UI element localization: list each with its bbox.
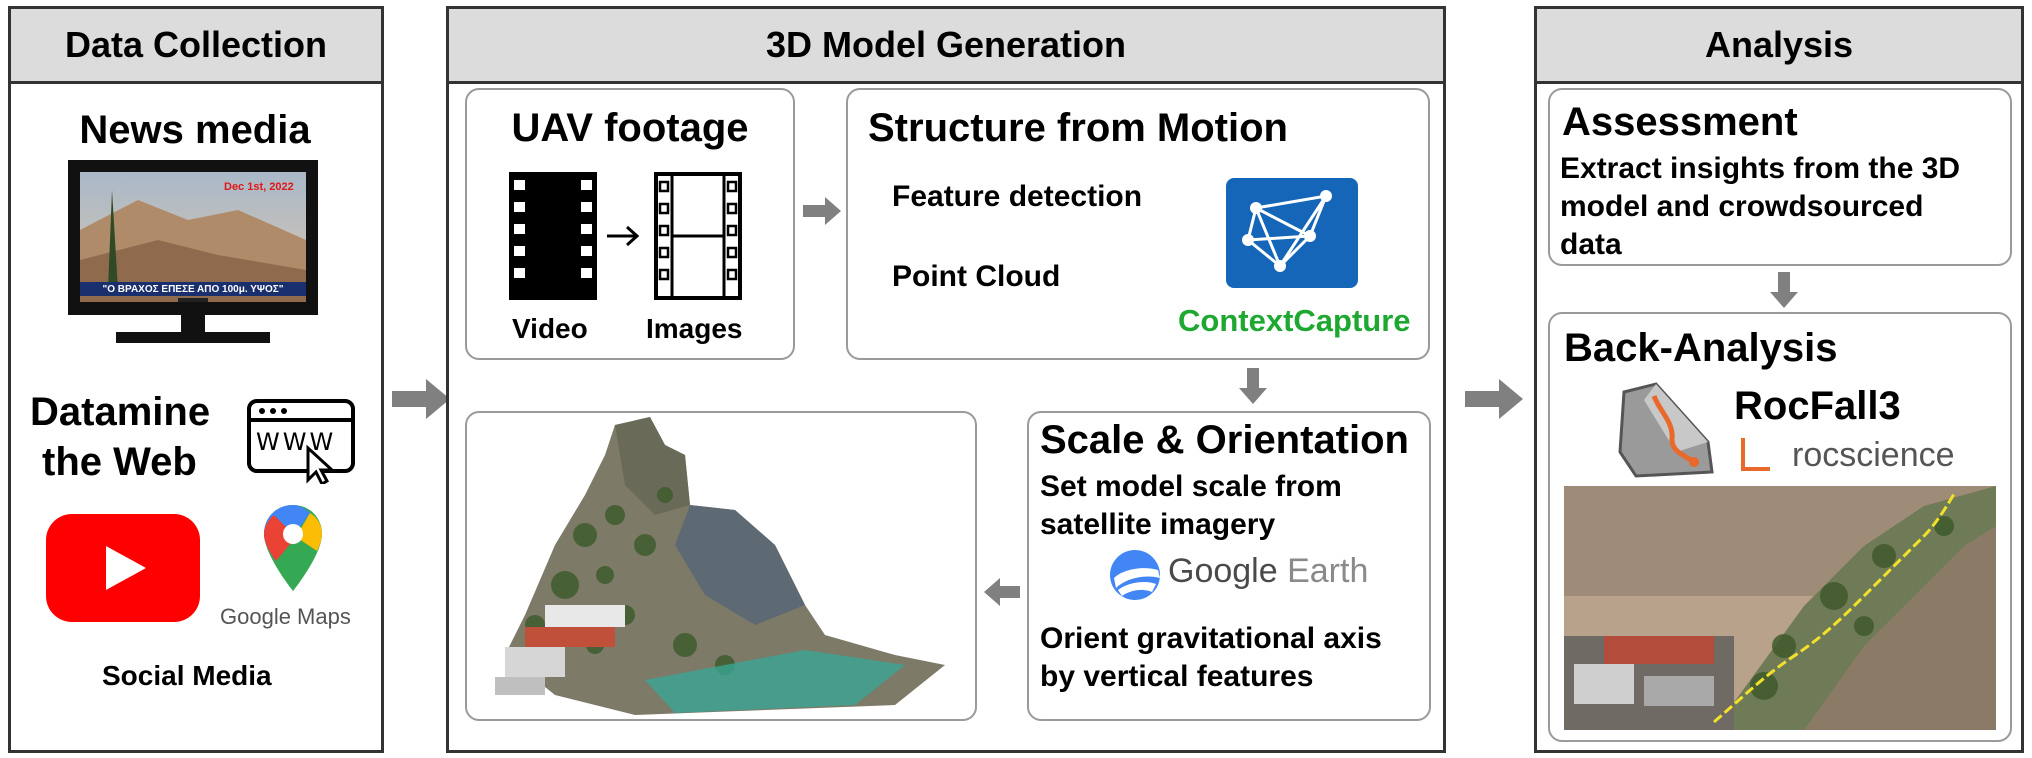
uav-footage-title: UAV footage xyxy=(511,106,749,150)
assessment-box xyxy=(1548,88,2012,266)
data-collection-panel: Data Collection xyxy=(8,6,384,753)
google-maps-pin-icon xyxy=(262,503,324,593)
google-earth-label: Google Earth xyxy=(1168,552,1368,591)
data-collection-title: Data Collection xyxy=(64,24,328,65)
google-word: Google xyxy=(1168,552,1278,590)
arrow-right-2 xyxy=(1465,377,1523,421)
analysis-title: Analysis xyxy=(1704,24,1854,65)
feature-detection-label: Feature detection xyxy=(892,180,1143,213)
data-collection-header: Data Collection xyxy=(11,9,381,84)
assessment-line2: model and crowdsourced xyxy=(1560,190,1924,223)
rocscience-bracket-icon xyxy=(1740,438,1774,472)
scale-orientation-title: Scale & Orientation xyxy=(1040,418,1409,462)
scale-line4: by vertical features xyxy=(1040,660,1314,693)
arrow-assessment-to-back-analysis xyxy=(1769,272,1799,308)
youtube-icon xyxy=(46,514,200,622)
google-earth-icon xyxy=(1108,548,1162,602)
tv-monitor xyxy=(68,160,318,345)
back-analysis-title: Back-Analysis xyxy=(1564,326,1838,370)
contextcapture-label: ContextCapture xyxy=(1178,303,1411,338)
tv-caption: "Ο ΒΡΑΧΟΣ ΕΠΕΣΕ ΑΠΟ 100μ. ΥΨΟΣ" xyxy=(102,284,284,295)
browser-www-icon xyxy=(246,398,356,484)
arrow-right-1 xyxy=(392,377,450,421)
rocfall-render xyxy=(1564,486,1996,730)
arrow-scale-to-model xyxy=(984,577,1020,607)
arrow-sfm-to-scale xyxy=(1238,368,1268,404)
datamine-line2: the Web xyxy=(42,440,197,484)
model-generation-title: 3D Model Generation xyxy=(765,24,1127,65)
images-film-icon xyxy=(654,172,742,300)
social-media-label: Social Media xyxy=(102,660,272,691)
analysis-header: Analysis xyxy=(1537,9,2021,84)
images-label: Images xyxy=(646,313,743,344)
arrow-uav-to-sfm xyxy=(803,196,841,226)
video-label: Video xyxy=(512,313,588,344)
assessment-line3: data xyxy=(1560,228,1622,261)
rocscience-label: rocscience xyxy=(1792,436,1955,474)
model-generation-header: 3D Model Generation xyxy=(449,9,1443,84)
google-maps-label: Google Maps xyxy=(220,604,351,629)
3d-model-render xyxy=(475,415,967,717)
scale-line3: Orient gravitational axis xyxy=(1040,622,1382,655)
point-cloud-label: Point Cloud xyxy=(892,260,1061,293)
rocfall-app-icon xyxy=(1616,382,1716,478)
www-text: WWW xyxy=(256,428,337,456)
rocfall3-label: RocFall3 xyxy=(1734,384,1901,428)
video-film-icon xyxy=(509,172,597,300)
tv-date: Dec 1st, 2022 xyxy=(224,181,294,193)
sfm-title: Structure from Motion xyxy=(868,106,1288,150)
news-media-label: News media xyxy=(79,108,311,152)
assessment-line1: Extract insights from the 3D xyxy=(1560,152,1961,185)
assessment-title: Assessment xyxy=(1562,100,1798,144)
earth-word: Earth xyxy=(1287,552,1369,590)
scale-line2: satellite imagery xyxy=(1040,508,1276,541)
contextcapture-logo-icon xyxy=(1226,178,1358,288)
video-to-images-arrow-icon xyxy=(605,224,641,248)
datamine-line1: Datamine xyxy=(30,390,211,434)
scale-orientation-box xyxy=(1027,411,1431,721)
scale-line1: Set model scale from xyxy=(1040,470,1342,503)
